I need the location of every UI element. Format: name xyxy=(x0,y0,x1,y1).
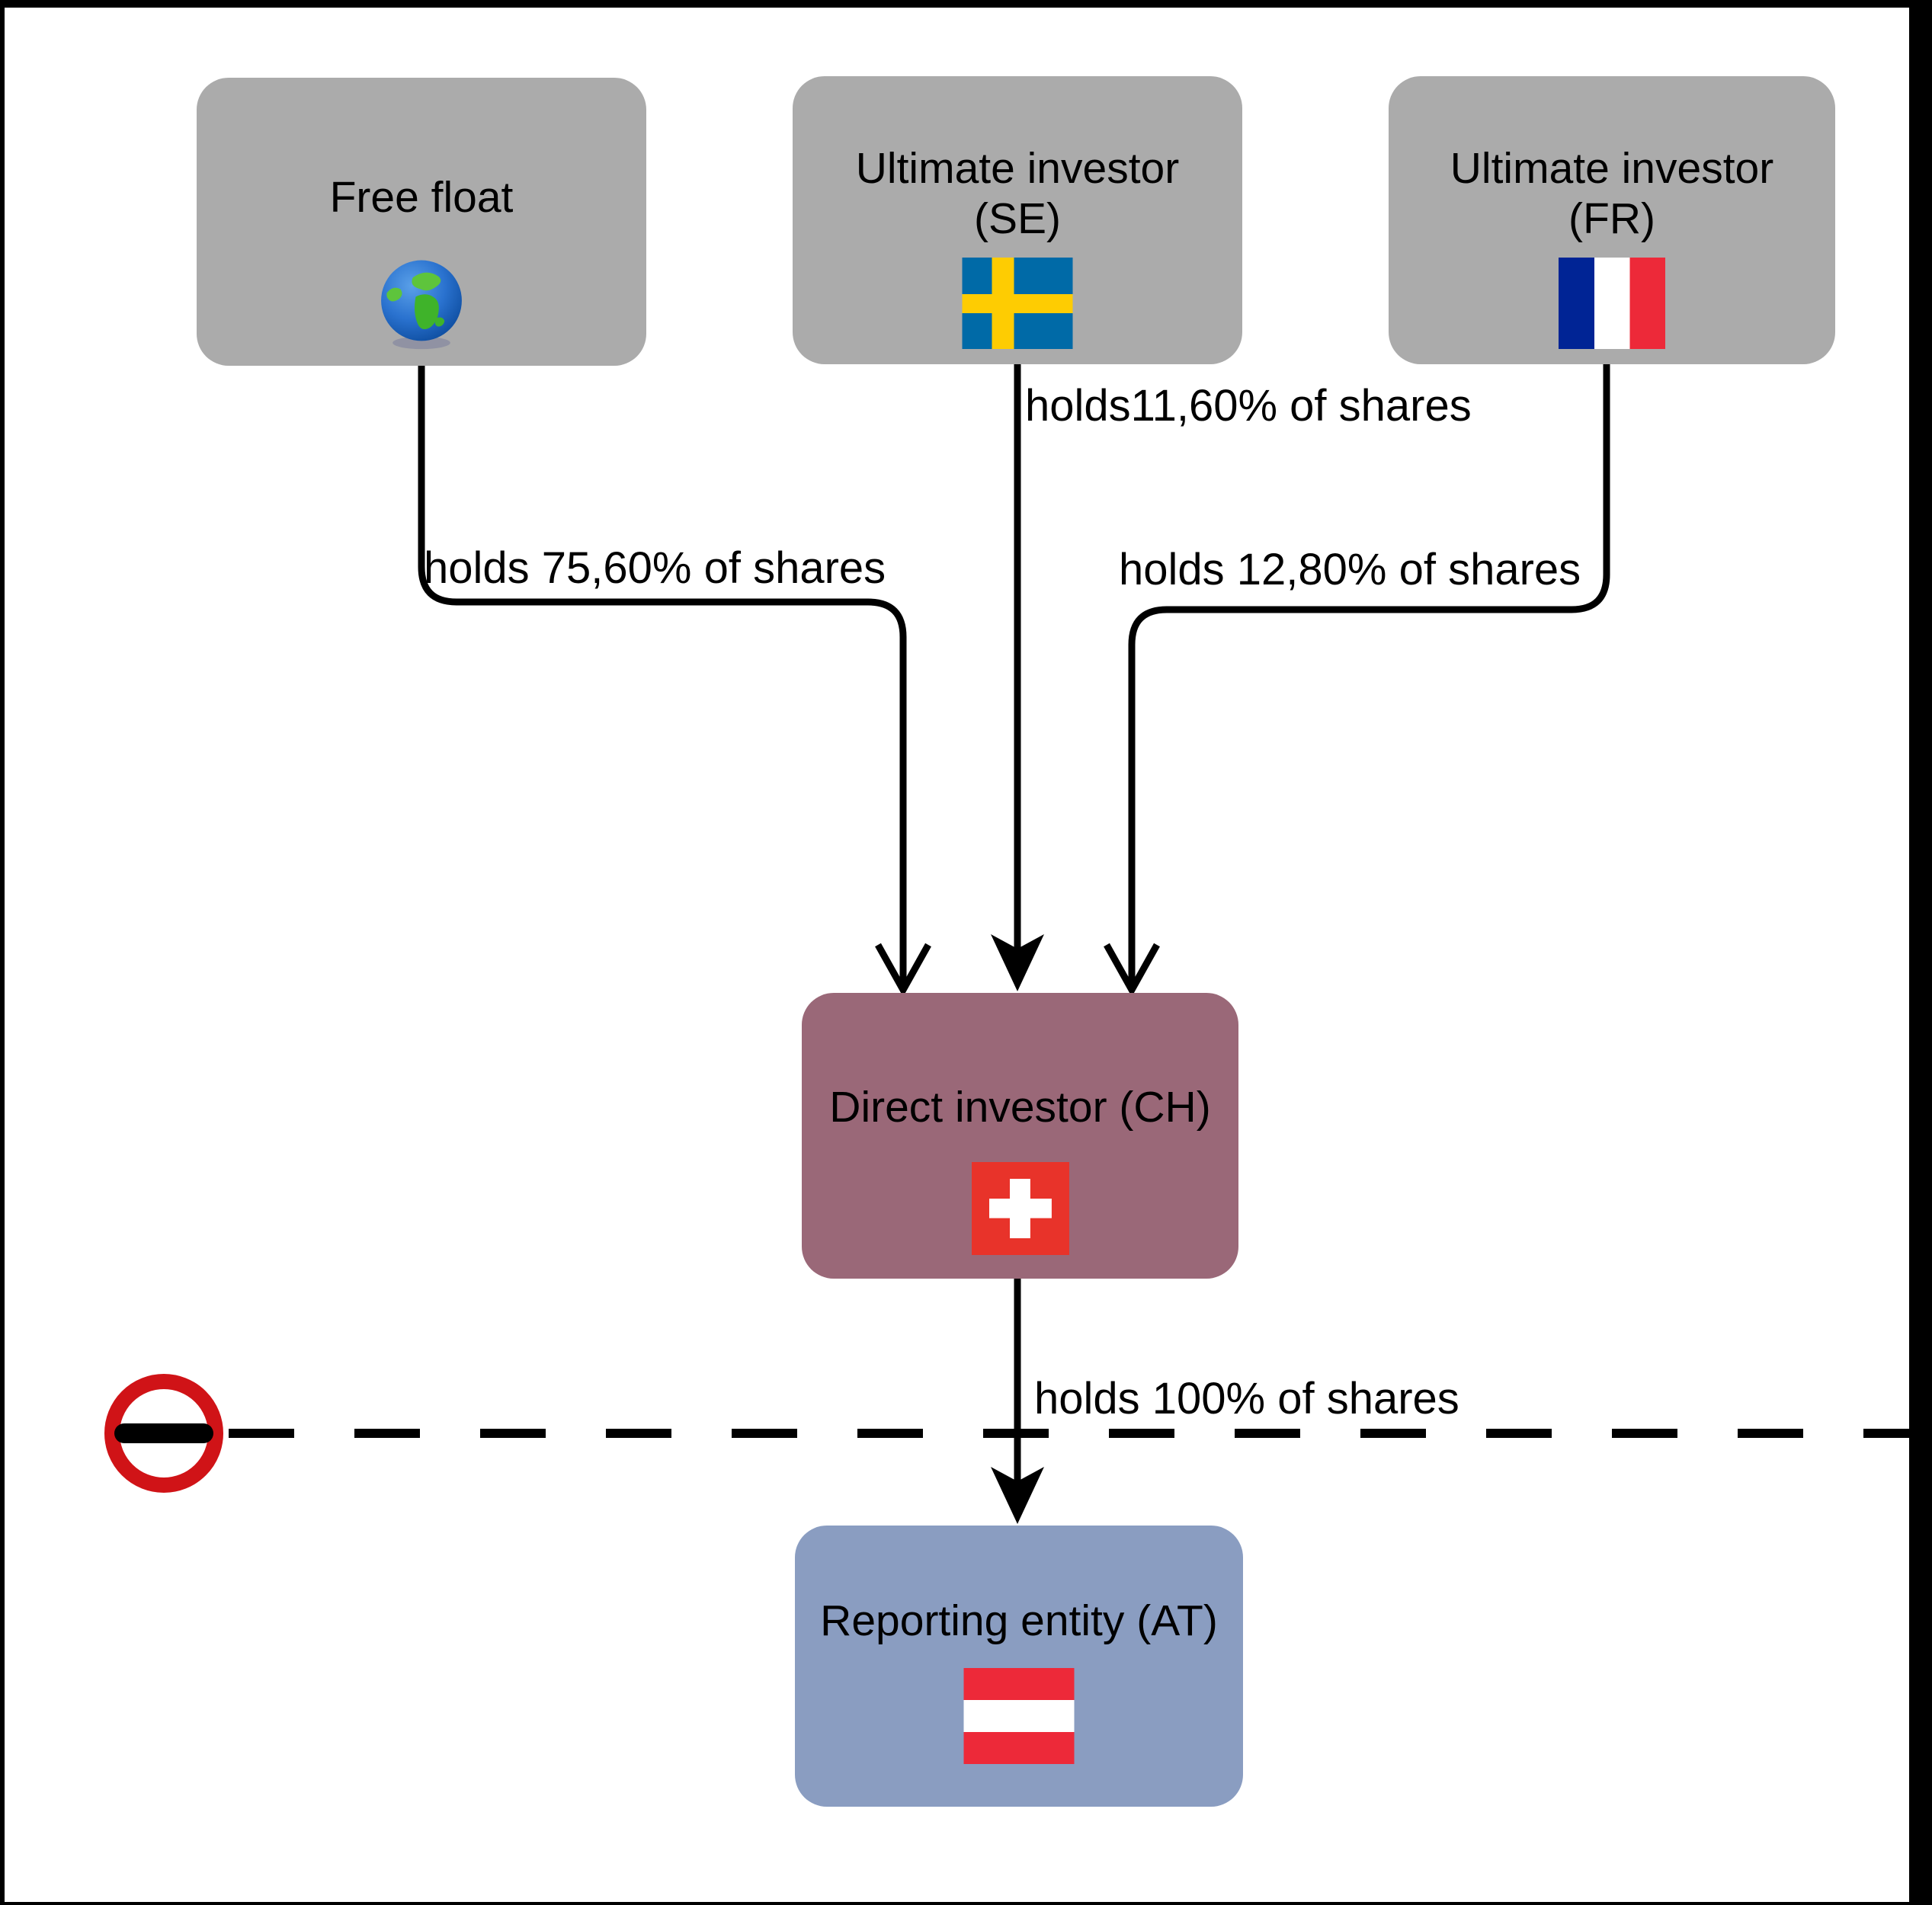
free-float-to-ch-arrow xyxy=(418,365,931,997)
frame-border-top xyxy=(0,0,1932,8)
node-free-float-label: Free float xyxy=(329,173,514,222)
frame-border-right xyxy=(1909,0,1932,1905)
france-flag-icon xyxy=(1559,258,1665,349)
globe-icon xyxy=(373,255,469,354)
edge-label-fr-ch: holds 12,80% of shares xyxy=(1119,545,1581,594)
austria-flag-icon xyxy=(963,1668,1075,1764)
edge-label-free-float-ch: holds 75,60% of shares xyxy=(424,543,886,593)
se-to-ch-arrow xyxy=(991,358,1044,991)
node-se-sublabel: (SE) xyxy=(974,194,1061,243)
sweden-flag-icon xyxy=(962,258,1073,349)
edge-label-ch-at: holds 100% of shares xyxy=(1034,1374,1459,1423)
node-fr-sublabel: (FR) xyxy=(1568,194,1655,243)
node-direct-investor-ch: Direct investor (CH) xyxy=(802,993,1238,1279)
node-ultimate-investor-fr: Ultimate investor (FR) xyxy=(1389,76,1835,364)
edge-label-se-ch: holds11,60% of shares xyxy=(1025,381,1472,431)
node-fr-label: Ultimate investor xyxy=(1450,144,1774,193)
node-ch-label: Direct investor (CH) xyxy=(829,1083,1211,1132)
node-at-label: Reporting entity (AT) xyxy=(820,1596,1218,1645)
node-reporting-entity-at: Reporting entity (AT) xyxy=(795,1526,1243,1807)
no-entry-icon xyxy=(104,1374,223,1493)
fr-to-ch-arrow xyxy=(1104,364,1610,997)
node-se-label: Ultimate investor xyxy=(855,144,1180,193)
frame-border-left xyxy=(0,0,5,1905)
node-ultimate-investor-se: Ultimate investor (SE) xyxy=(793,76,1242,364)
frame-border-bottom xyxy=(0,1902,1932,1905)
switzerland-flag-icon xyxy=(971,1162,1069,1255)
node-free-float: Free float xyxy=(197,78,646,366)
